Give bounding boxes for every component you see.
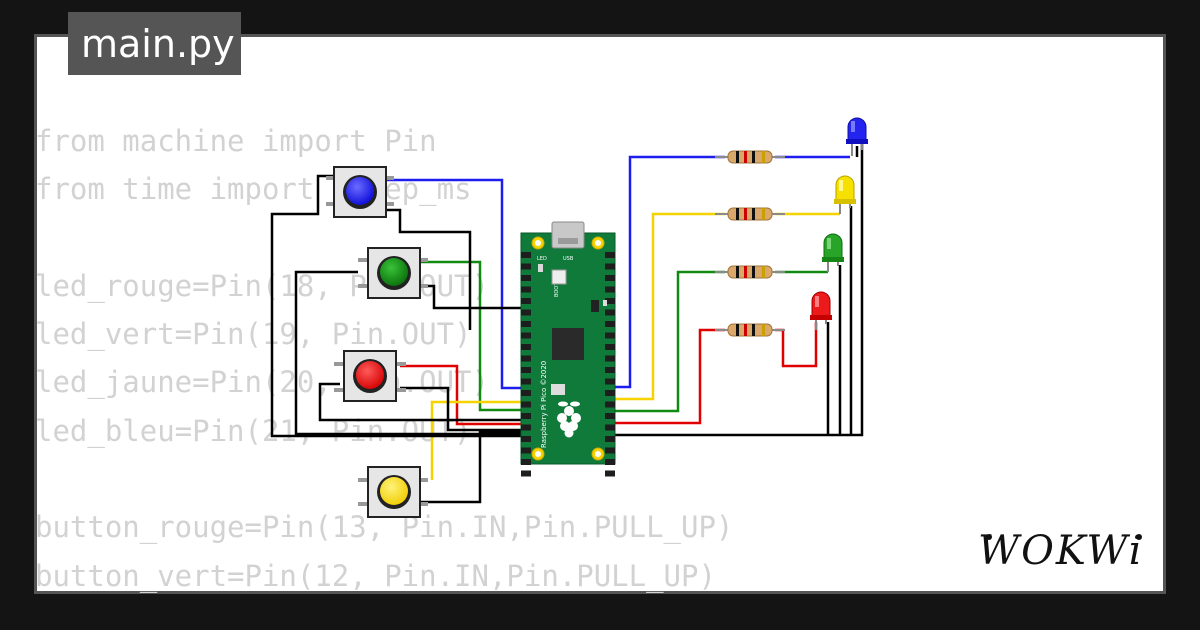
push-buttons [326, 166, 428, 518]
board-pin [605, 332, 615, 339]
board-pin [605, 470, 615, 477]
board-pin [605, 309, 615, 316]
code-line: led_vert=Pin(19, Pin.OUT) [35, 317, 472, 352]
flash-chip [551, 384, 565, 395]
code-line: button_rouge=Pin(13, Pin.IN,Pin.PULL_UP) [35, 510, 734, 545]
board-pin [605, 436, 615, 442]
resistors [715, 150, 785, 337]
board-pin [521, 275, 531, 281]
board-pin [605, 401, 615, 408]
raspberry-logo-icon [557, 401, 581, 438]
wokwi-logo: WOKWi [978, 527, 1144, 575]
board-pin [521, 378, 531, 385]
board-pin [605, 378, 615, 385]
board-pin [605, 286, 615, 293]
board-name-label: Raspberry Pi Pico ©2020 [540, 361, 548, 448]
board-pin [605, 459, 615, 465]
wire-green-button[interactable] [420, 260, 521, 412]
pushbutton-red[interactable] [334, 350, 406, 402]
wire-gnd-2[interactable] [294, 270, 521, 436]
code-line: from time import sleep_ms [35, 172, 472, 207]
wire-gnd-5[interactable] [400, 386, 521, 432]
wire-led-green[interactable] [606, 270, 828, 413]
led-red[interactable] [810, 291, 832, 330]
board-pin [605, 321, 615, 327]
led-blue[interactable] [846, 117, 868, 156]
board-pins-right [605, 252, 615, 477]
wokwi-logo-dots-icon [986, 534, 1142, 540]
wire-led-yellow[interactable] [606, 212, 840, 401]
wire-led-blue[interactable] [606, 155, 850, 389]
board-pin [521, 355, 531, 362]
board-pin [605, 447, 615, 454]
board-led-chip [538, 264, 543, 272]
board-pin [605, 367, 615, 373]
wokwi-logo-text: WOKWi [978, 528, 1144, 574]
board-pin [521, 263, 531, 270]
resistor-2[interactable] [715, 207, 785, 221]
board-pin [521, 390, 531, 396]
file-tab-label: main.py [81, 22, 235, 66]
led-green[interactable] [822, 233, 844, 272]
board-pin [521, 447, 531, 454]
board-pin [605, 298, 615, 304]
board-pin [521, 413, 531, 419]
pushbutton-blue[interactable] [326, 166, 394, 218]
board-pin [521, 436, 531, 442]
board-pin [605, 252, 615, 258]
board-pin [605, 355, 615, 362]
board-pin [521, 298, 531, 304]
pushbutton-green[interactable] [358, 247, 428, 299]
board-usb-label: USB [563, 256, 574, 262]
board-pin [521, 286, 531, 293]
rp2040-chip [552, 328, 584, 360]
board-pin [605, 424, 615, 431]
usb-connector [551, 221, 585, 249]
wire-led-red[interactable] [606, 322, 818, 425]
board-pin [521, 321, 531, 327]
wire-gnd-7[interactable] [384, 208, 472, 330]
board-pin [521, 252, 531, 258]
bootsel-button [551, 269, 567, 285]
pushbutton-yellow[interactable] [358, 466, 428, 518]
wire-red-button[interactable] [400, 364, 521, 426]
board-pin [605, 390, 615, 396]
code-line: button_vert=Pin(12, Pin.IN,Pin.PULL_UP) [35, 558, 716, 593]
wire-gnd-4[interactable] [318, 382, 521, 422]
board-pin [521, 470, 531, 477]
wire-blue-button[interactable] [385, 178, 521, 390]
leds [810, 117, 868, 330]
wire-gnd-right[interactable] [606, 140, 864, 437]
board-pin [521, 367, 531, 373]
board-pin [521, 344, 531, 350]
board-led-label: LED [537, 256, 547, 262]
wire-gnd-6[interactable] [420, 430, 521, 504]
resistor-4[interactable] [715, 323, 785, 337]
board-pin [605, 413, 615, 419]
file-tab[interactable]: main.py [68, 12, 241, 75]
wire-yellow-button[interactable] [430, 400, 521, 480]
wire-gnd-3[interactable] [420, 284, 528, 310]
led-yellow[interactable] [834, 175, 856, 214]
board-pin [605, 263, 615, 270]
board-pin [605, 344, 615, 350]
board-bootsel-label: BOOTSEL [554, 273, 560, 297]
resistor-1[interactable] [715, 150, 785, 164]
board-pin [521, 424, 531, 431]
resistor-3[interactable] [715, 265, 785, 279]
code-line: from machine import Pin [35, 124, 437, 158]
board-pin [521, 309, 531, 316]
board-pin [521, 332, 531, 339]
board-pin [521, 459, 531, 465]
board-pins-left [521, 252, 531, 477]
pico-board[interactable]: LED USB BOOTSEL Raspberry Pi Pico ©2020 [520, 221, 616, 477]
board-pin [521, 401, 531, 408]
board-pin [605, 275, 615, 281]
